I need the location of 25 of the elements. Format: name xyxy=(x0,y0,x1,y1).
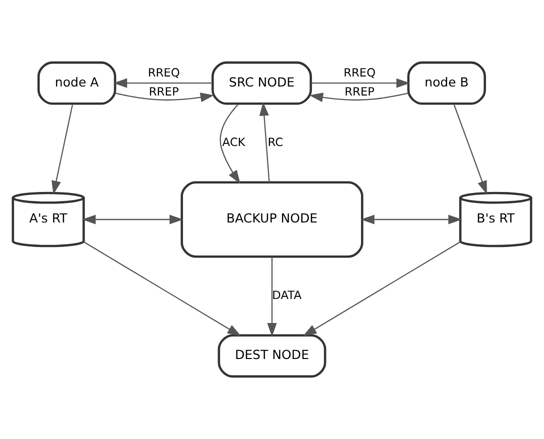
node-box: node A xyxy=(37,61,116,105)
edge-label: RREQ xyxy=(148,65,180,80)
edge-label: RREP xyxy=(344,84,375,99)
arrow xyxy=(220,104,240,184)
edge-label: DATA xyxy=(272,288,302,302)
arrow xyxy=(360,214,462,224)
arrow xyxy=(259,102,270,182)
arrow xyxy=(83,241,242,336)
node-box: node B xyxy=(407,61,486,105)
arrow xyxy=(267,256,277,337)
arrow xyxy=(52,104,74,195)
edge-label: RC xyxy=(268,134,284,149)
arrow xyxy=(453,104,487,194)
arrow xyxy=(115,92,214,102)
arrow xyxy=(82,214,184,224)
arrow xyxy=(309,92,408,102)
node-box: SRC NODE xyxy=(212,61,312,105)
node-box: BACKUP NODE xyxy=(180,181,364,258)
node-box: DEST NODE xyxy=(218,334,326,378)
edge-label: ACK xyxy=(222,134,246,149)
edge-label: RREQ xyxy=(344,65,376,80)
arrow xyxy=(302,241,461,336)
arrow xyxy=(113,78,213,88)
edge-label: RREP xyxy=(148,84,179,99)
arrow xyxy=(311,78,410,88)
